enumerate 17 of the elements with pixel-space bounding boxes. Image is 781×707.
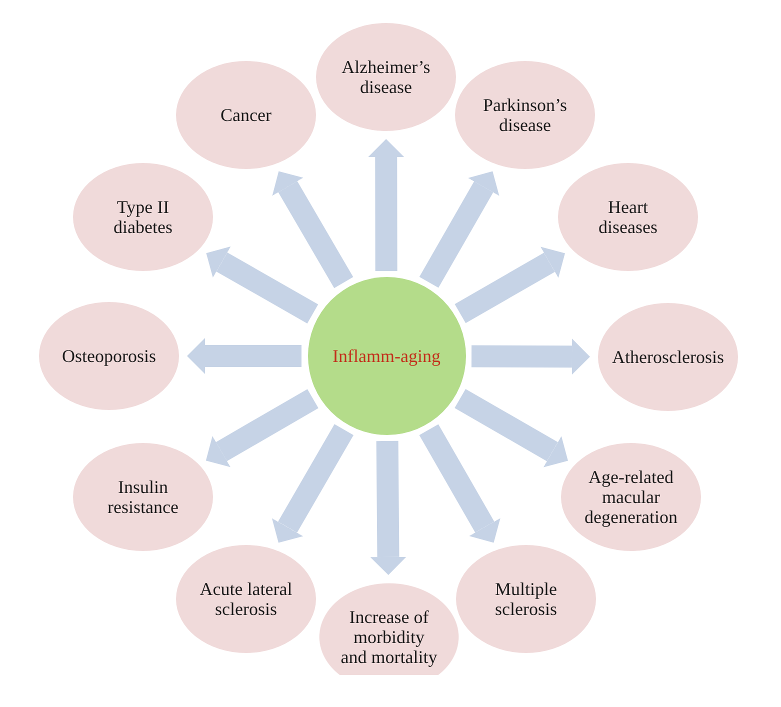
arrow xyxy=(187,338,302,374)
arrow xyxy=(471,338,590,375)
condition-label: Type II diabetes xyxy=(113,197,173,237)
condition-label: Insulin resistance xyxy=(107,477,179,517)
hub-label: Inflamm-aging xyxy=(332,346,441,366)
condition-label: Cancer xyxy=(220,105,272,125)
condition-label: Atherosclerosis xyxy=(612,347,724,367)
condition-label: Multiple sclerosis xyxy=(494,579,558,619)
condition-label: Age-related macular degeneration xyxy=(584,467,678,527)
condition-label: Heart diseases xyxy=(598,197,658,237)
condition-label: Acute lateral sclerosis xyxy=(199,579,293,619)
condition-label: Parkinson’s disease xyxy=(482,95,568,135)
arrow xyxy=(370,440,406,576)
condition-label: Osteoporosis xyxy=(62,346,156,366)
condition-label: Alzheimer’s disease xyxy=(341,57,431,97)
condition-label: Increase of morbidity and mortality xyxy=(340,607,438,667)
arrow xyxy=(368,139,404,271)
